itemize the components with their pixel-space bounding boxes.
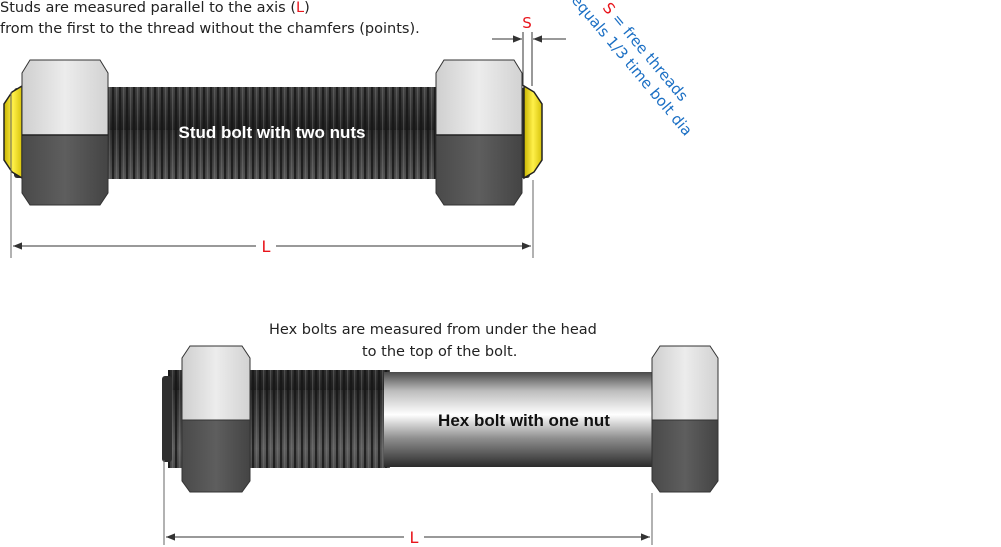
hex-dim-l: L (163, 460, 653, 547)
stud-left-nut (21, 59, 109, 206)
free-thread-note: S = free threads equals 1/3 time bolt di… (568, 0, 696, 139)
stud-bolt-label: Stud bolt with two nuts (179, 123, 366, 142)
stud-dim-l-label: L (262, 237, 271, 256)
stud-right-nut (435, 59, 523, 206)
dim-s-label: S (522, 14, 532, 32)
stud-left-washer (3, 84, 23, 180)
hex-dim-l-label: L (410, 528, 419, 547)
dim-s: S (492, 14, 566, 86)
stud-caption-post: ) (304, 0, 310, 16)
stud-threaded-rod (100, 87, 445, 179)
hex-bolt-nut (181, 345, 251, 493)
stud-caption-line2: from the first to the thread without the… (0, 21, 420, 37)
hex-bolt: Hex bolt with one nut (162, 345, 719, 493)
hex-bolt-tip (162, 376, 172, 462)
stud-dim-l: L (10, 92, 534, 258)
stud-right-washer (523, 84, 543, 180)
hex-caption-line1: Hex bolts are measured from under the he… (269, 322, 597, 338)
stud-caption-pre: Studs are measured parallel to the axis … (0, 0, 296, 16)
stud-bolt: Stud bolt with two nuts (3, 59, 543, 206)
hex-bolt-label: Hex bolt with one nut (438, 411, 610, 430)
hex-bolt-head (651, 345, 719, 493)
stud-caption-line1: Studs are measured parallel to the axis … (0, 0, 310, 16)
hex-caption-line2: to the top of the bolt. (362, 344, 518, 360)
stud-caption-letter: L (296, 0, 305, 16)
hex-shank (384, 372, 656, 467)
